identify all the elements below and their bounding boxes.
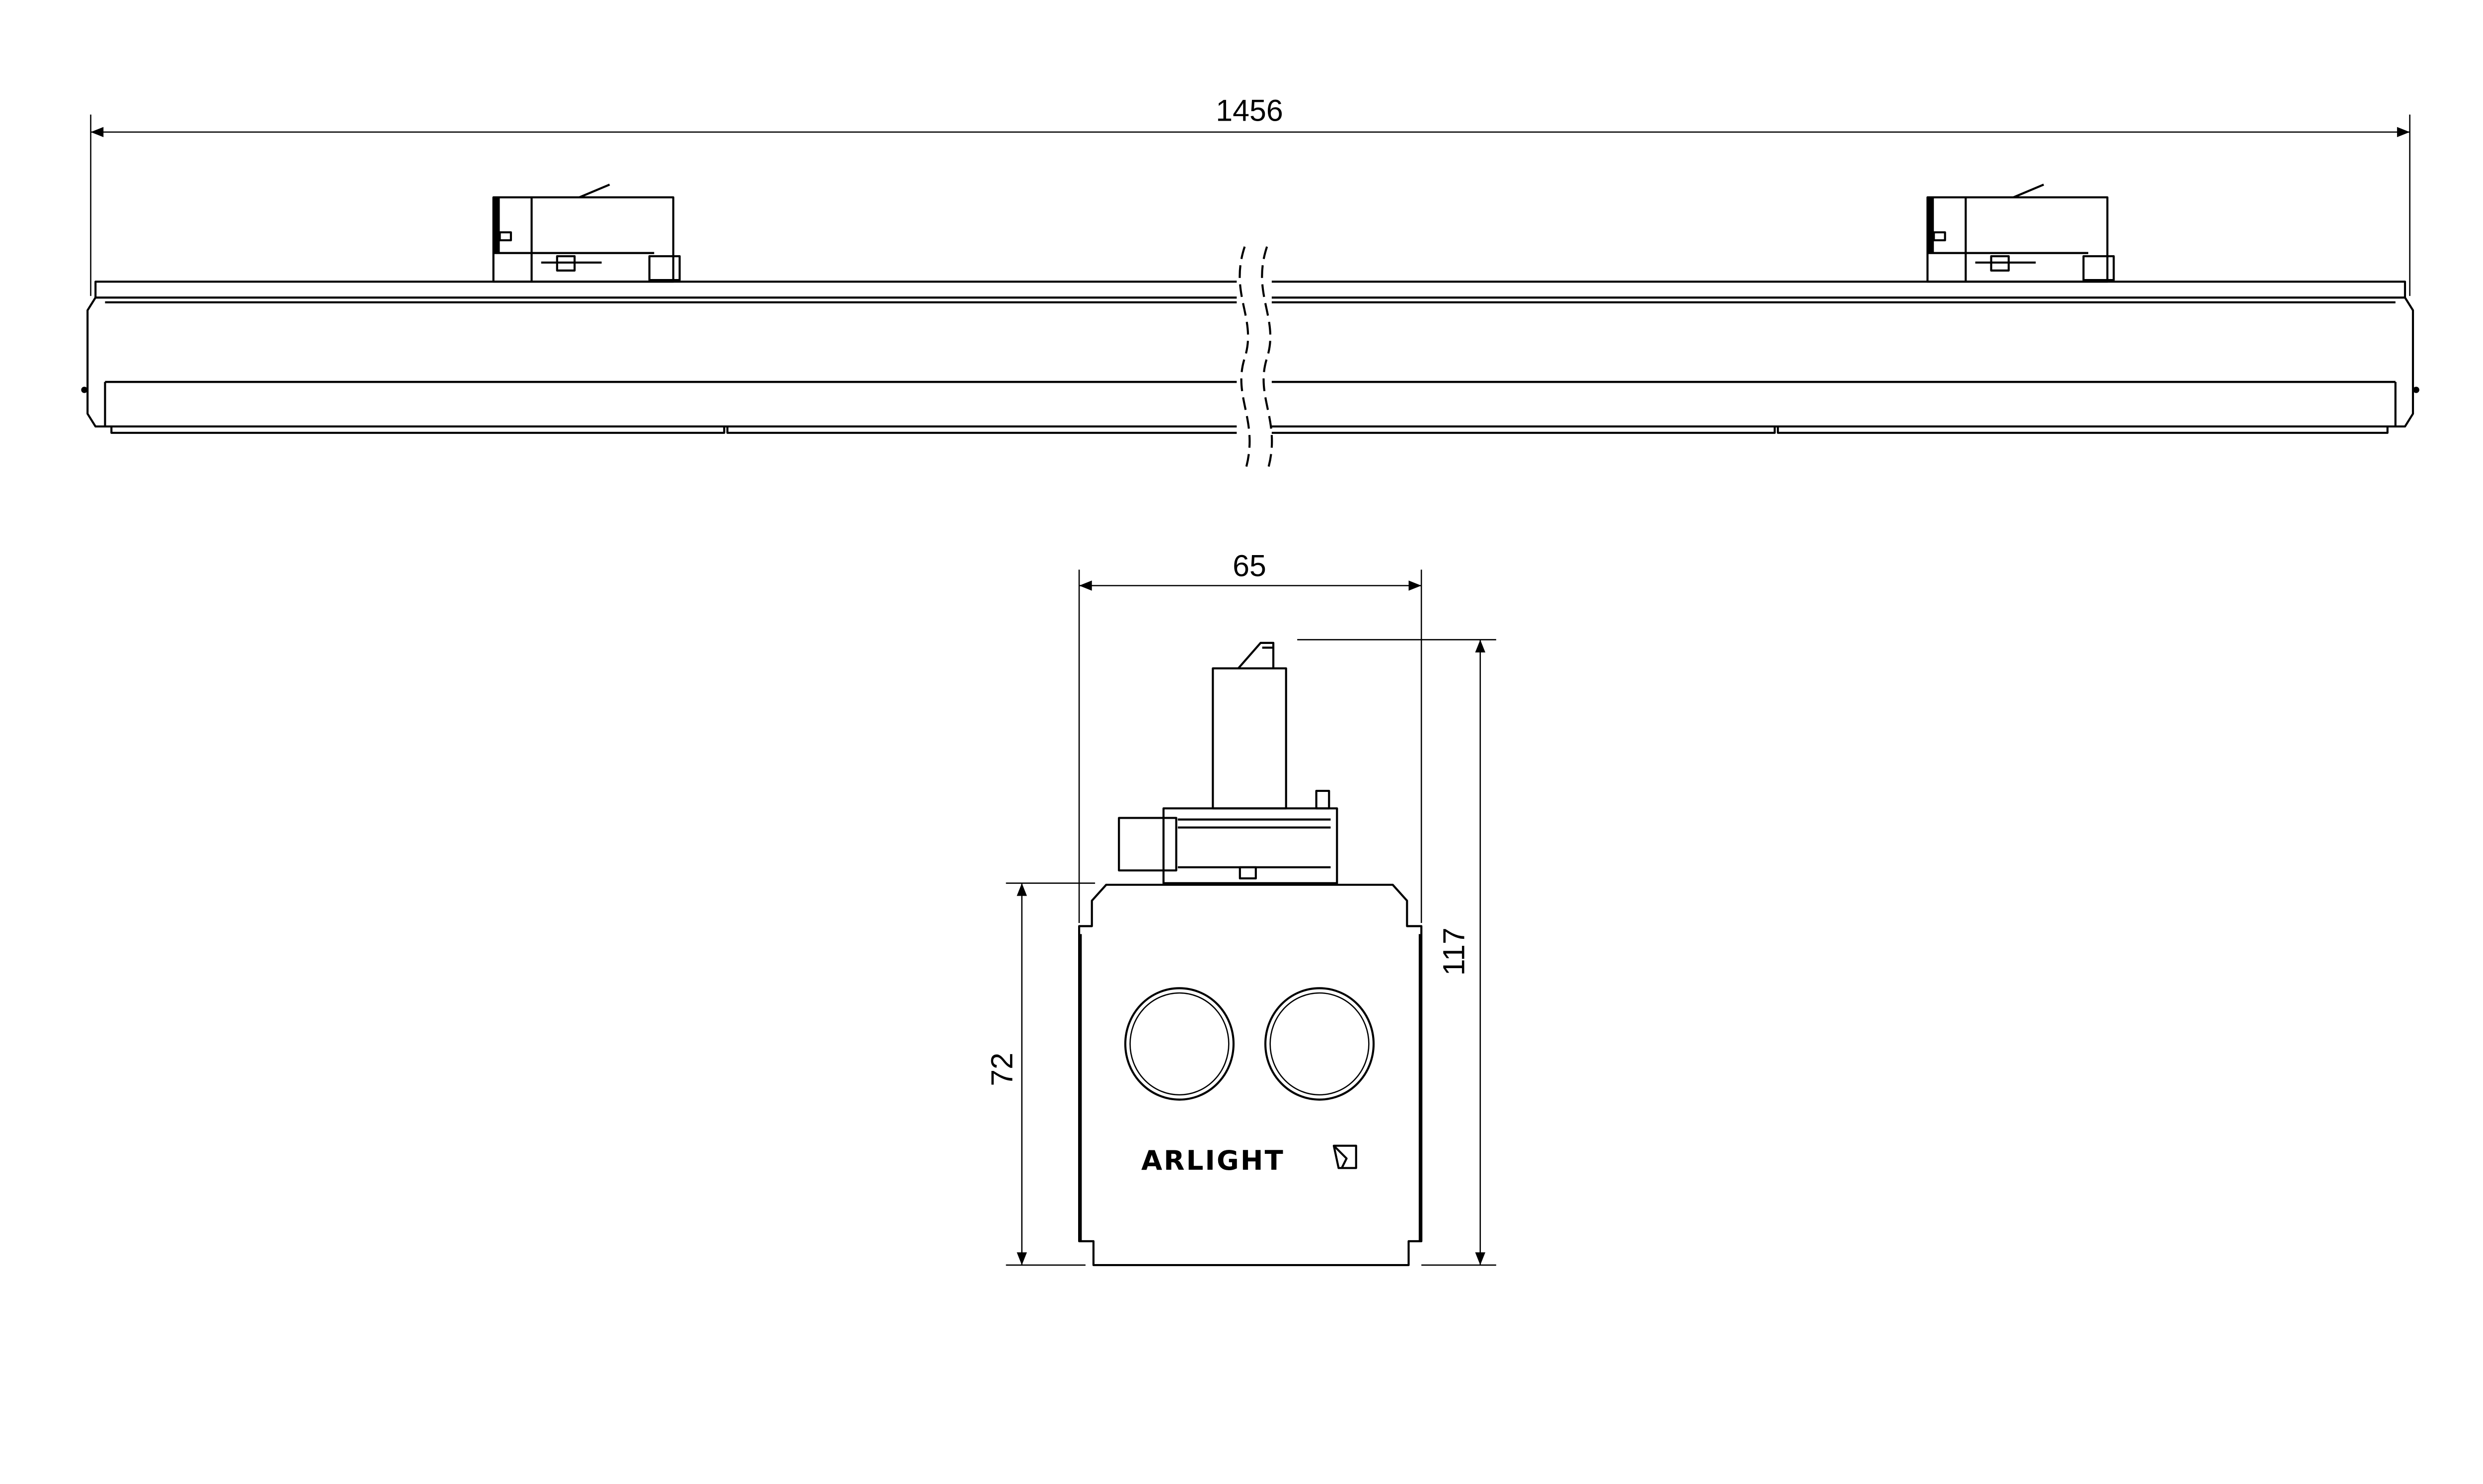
luminaire-body-front [1078,883,1423,1267]
lens-left [1124,987,1235,1101]
track-adapter-left [492,183,681,283]
technical-drawing: 1456 [81,94,2419,1267]
length-dimension-label: 1456 [1216,94,1283,128]
body-height-dimension: 72 [985,882,1095,1266]
width-dimension: 65 [1078,549,1422,923]
length-dimension: 1456 [90,94,2410,296]
break-line [1237,238,1273,478]
top-view: 1456 [81,94,2419,478]
total-height-dimension: 117 [1297,639,1496,1266]
front-view: 65 117 72 ARLIGHT [985,549,1496,1267]
track-adapter-right [1926,183,2115,283]
track-adapter-front [1118,641,1338,884]
total-height-dimension-label: 117 [1437,927,1471,976]
width-dimension-label: 65 [1233,549,1266,582]
brand-logo-text: ARLIGHT [1141,1144,1285,1176]
brand-logo: ARLIGHT [1141,1144,1357,1176]
body-height-dimension-label: 72 [985,1053,1019,1086]
lens-right [1264,987,1375,1101]
